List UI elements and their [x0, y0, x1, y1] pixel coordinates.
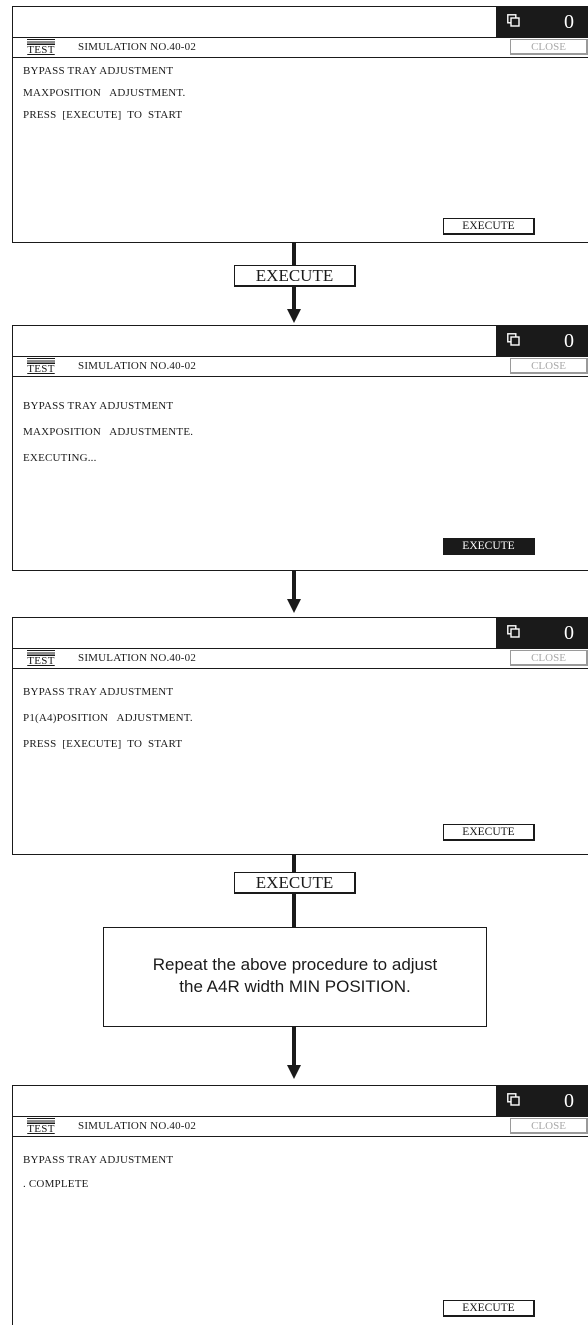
message-line: PRESS [EXECUTE] TO START [23, 109, 183, 121]
message-line: EXECUTING... [23, 452, 97, 464]
test-label: TEST [27, 363, 55, 375]
message-line: BYPASS TRAY ADJUSTMENT [23, 400, 174, 412]
copy-counter: 0 [496, 618, 588, 648]
message-line: PRESS [EXECUTE] TO START [23, 738, 183, 750]
note-line: Repeat the above procedure to adjust [152, 955, 438, 974]
screen-3: 0 TEST SIMULATION NO.40-02 CLOSE BYPASS … [12, 617, 588, 855]
flow-arrow-icon [287, 1065, 301, 1079]
flow-arrow-icon [287, 309, 301, 323]
message-line: BYPASS TRAY ADJUSTMENT [23, 1154, 174, 1166]
test-label: TEST [27, 655, 55, 667]
top-bar: 0 [13, 7, 588, 37]
instruction-note: Repeat the above procedure to adjust the… [103, 927, 487, 1027]
execute-button[interactable]: EXECUTE [443, 824, 535, 841]
test-icon: TEST [24, 39, 58, 57]
test-icon: TEST [24, 358, 58, 376]
execute-button[interactable]: EXECUTE [443, 1300, 535, 1317]
message-line: . COMPLETE [23, 1178, 89, 1190]
top-bar: 0 [13, 326, 588, 356]
copies-icon [507, 625, 520, 638]
simulation-title: SIMULATION NO.40-02 [78, 41, 197, 53]
flow-line [292, 1027, 296, 1067]
title-bar: TEST SIMULATION NO.40-02 CLOSE [13, 648, 588, 669]
copy-counter: 0 [496, 7, 588, 37]
close-button[interactable]: CLOSE [510, 1118, 588, 1134]
message-line: BYPASS TRAY ADJUSTMENT [23, 65, 174, 77]
execute-button[interactable]: EXECUTE [443, 538, 535, 555]
test-icon: TEST [24, 650, 58, 668]
flow-line [292, 571, 296, 601]
copies-icon [507, 1093, 520, 1106]
close-button[interactable]: CLOSE [510, 650, 588, 666]
screen-4: 0 TEST SIMULATION NO.40-02 CLOSE BYPASS … [12, 1085, 588, 1325]
top-bar: 0 [13, 1086, 588, 1116]
simulation-title: SIMULATION NO.40-02 [78, 652, 197, 664]
message-line: P1(A4)POSITION ADJUSTMENT. [23, 712, 193, 724]
note-line: the A4R width MIN POSITION. [179, 977, 411, 996]
message-line: MAXPOSITION ADJUSTMENT. [23, 87, 186, 99]
execute-key: EXECUTE [234, 265, 356, 287]
copy-count: 0 [564, 622, 574, 644]
title-bar: TEST SIMULATION NO.40-02 CLOSE [13, 37, 588, 58]
flow-arrow-icon [287, 599, 301, 613]
top-bar: 0 [13, 618, 588, 648]
title-bar: TEST SIMULATION NO.40-02 CLOSE [13, 356, 588, 377]
copy-count: 0 [564, 11, 574, 33]
close-button[interactable]: CLOSE [510, 39, 588, 55]
test-label: TEST [27, 1123, 55, 1135]
message-line: MAXPOSITION ADJUSTMENTE. [23, 426, 194, 438]
simulation-title: SIMULATION NO.40-02 [78, 360, 197, 372]
screen-1: 0 TEST SIMULATION NO.40-02 CLOSE BYPASS … [12, 6, 588, 243]
copy-counter: 0 [496, 1086, 588, 1116]
title-bar: TEST SIMULATION NO.40-02 CLOSE [13, 1116, 588, 1137]
close-button[interactable]: CLOSE [510, 358, 588, 374]
test-icon: TEST [24, 1118, 58, 1136]
execute-button[interactable]: EXECUTE [443, 218, 535, 235]
copy-count: 0 [564, 330, 574, 352]
copy-counter: 0 [496, 326, 588, 356]
message-line: BYPASS TRAY ADJUSTMENT [23, 686, 174, 698]
copies-icon [507, 14, 520, 27]
copies-icon [507, 333, 520, 346]
copy-count: 0 [564, 1090, 574, 1112]
simulation-title: SIMULATION NO.40-02 [78, 1120, 197, 1132]
test-label: TEST [27, 44, 55, 56]
screen-2: 0 TEST SIMULATION NO.40-02 CLOSE BYPASS … [12, 325, 588, 571]
execute-key: EXECUTE [234, 872, 356, 894]
